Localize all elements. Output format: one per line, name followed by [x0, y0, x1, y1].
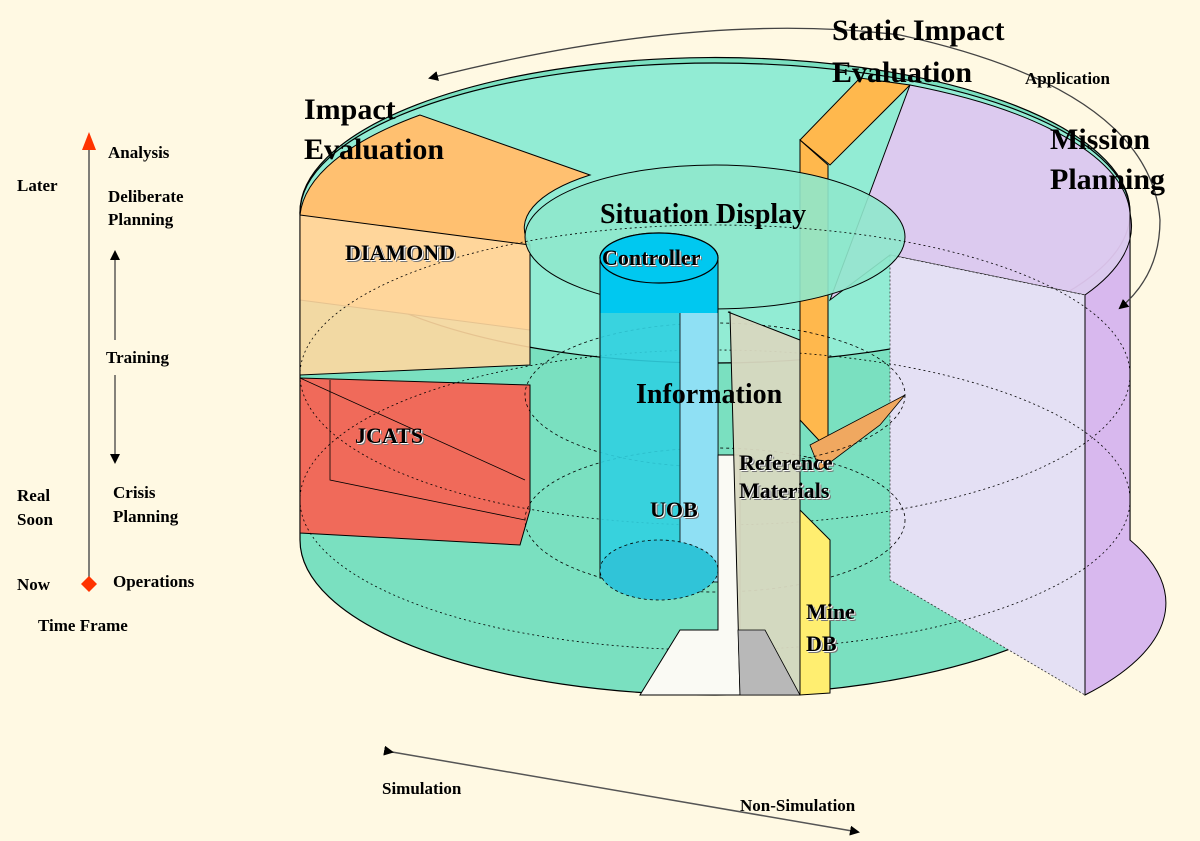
uob-light-face [679, 311, 719, 583]
label-mine-db: Mine DB [806, 599, 855, 656]
time-frame-title: Time Frame [38, 616, 128, 635]
static-impact-segment [799, 77, 912, 166]
time-later-arrow-icon [82, 132, 96, 150]
label-real-soon: Real Soon [17, 486, 53, 529]
label-mission-planning: Mission Planning [1050, 123, 1166, 196]
diamond-segment [299, 214, 531, 376]
label-operations: Operations [113, 572, 195, 591]
label-simulation: Simulation [382, 779, 462, 798]
uob-bottom [599, 539, 719, 601]
time-now-marker-icon [81, 576, 97, 592]
mission-planning-front-face [889, 254, 1086, 696]
label-training: Training [106, 348, 169, 367]
outer-ring-mid [299, 224, 1131, 526]
label-analysis: Analysis [108, 143, 170, 162]
jcats-segment [299, 377, 531, 546]
jcats-edges [299, 377, 526, 521]
label-now: Now [17, 575, 51, 594]
label-deliberate-planning: Deliberate Planning [108, 187, 184, 229]
label-crisis-planning: Crisis Planning [113, 483, 179, 526]
label-non-simulation: Non-Simulation [740, 796, 856, 815]
mission-planning-side-face [1084, 212, 1167, 696]
label-situation-display: Situation Display [600, 199, 807, 230]
label-later: Later [17, 176, 58, 195]
label-information: Information [636, 379, 783, 410]
application-arrow [428, 27, 1161, 221]
label-impact-evaluation: Impact Evaluation [304, 93, 445, 166]
label-diamond: DIAMOND [345, 240, 455, 265]
application-arrow-tail [1118, 219, 1161, 310]
mine-db-segment [799, 508, 831, 696]
label-static-impact-evaluation: Static Impact Evaluation [832, 14, 1005, 89]
label-application: Application [1025, 69, 1111, 88]
label-jcats: JCATS [355, 423, 424, 448]
label-controller: Controller [602, 245, 701, 270]
label-reference-materials: Reference Materials [739, 450, 833, 503]
simulation-axis-arrow [383, 745, 860, 836]
label-uob: UOB [650, 497, 698, 522]
